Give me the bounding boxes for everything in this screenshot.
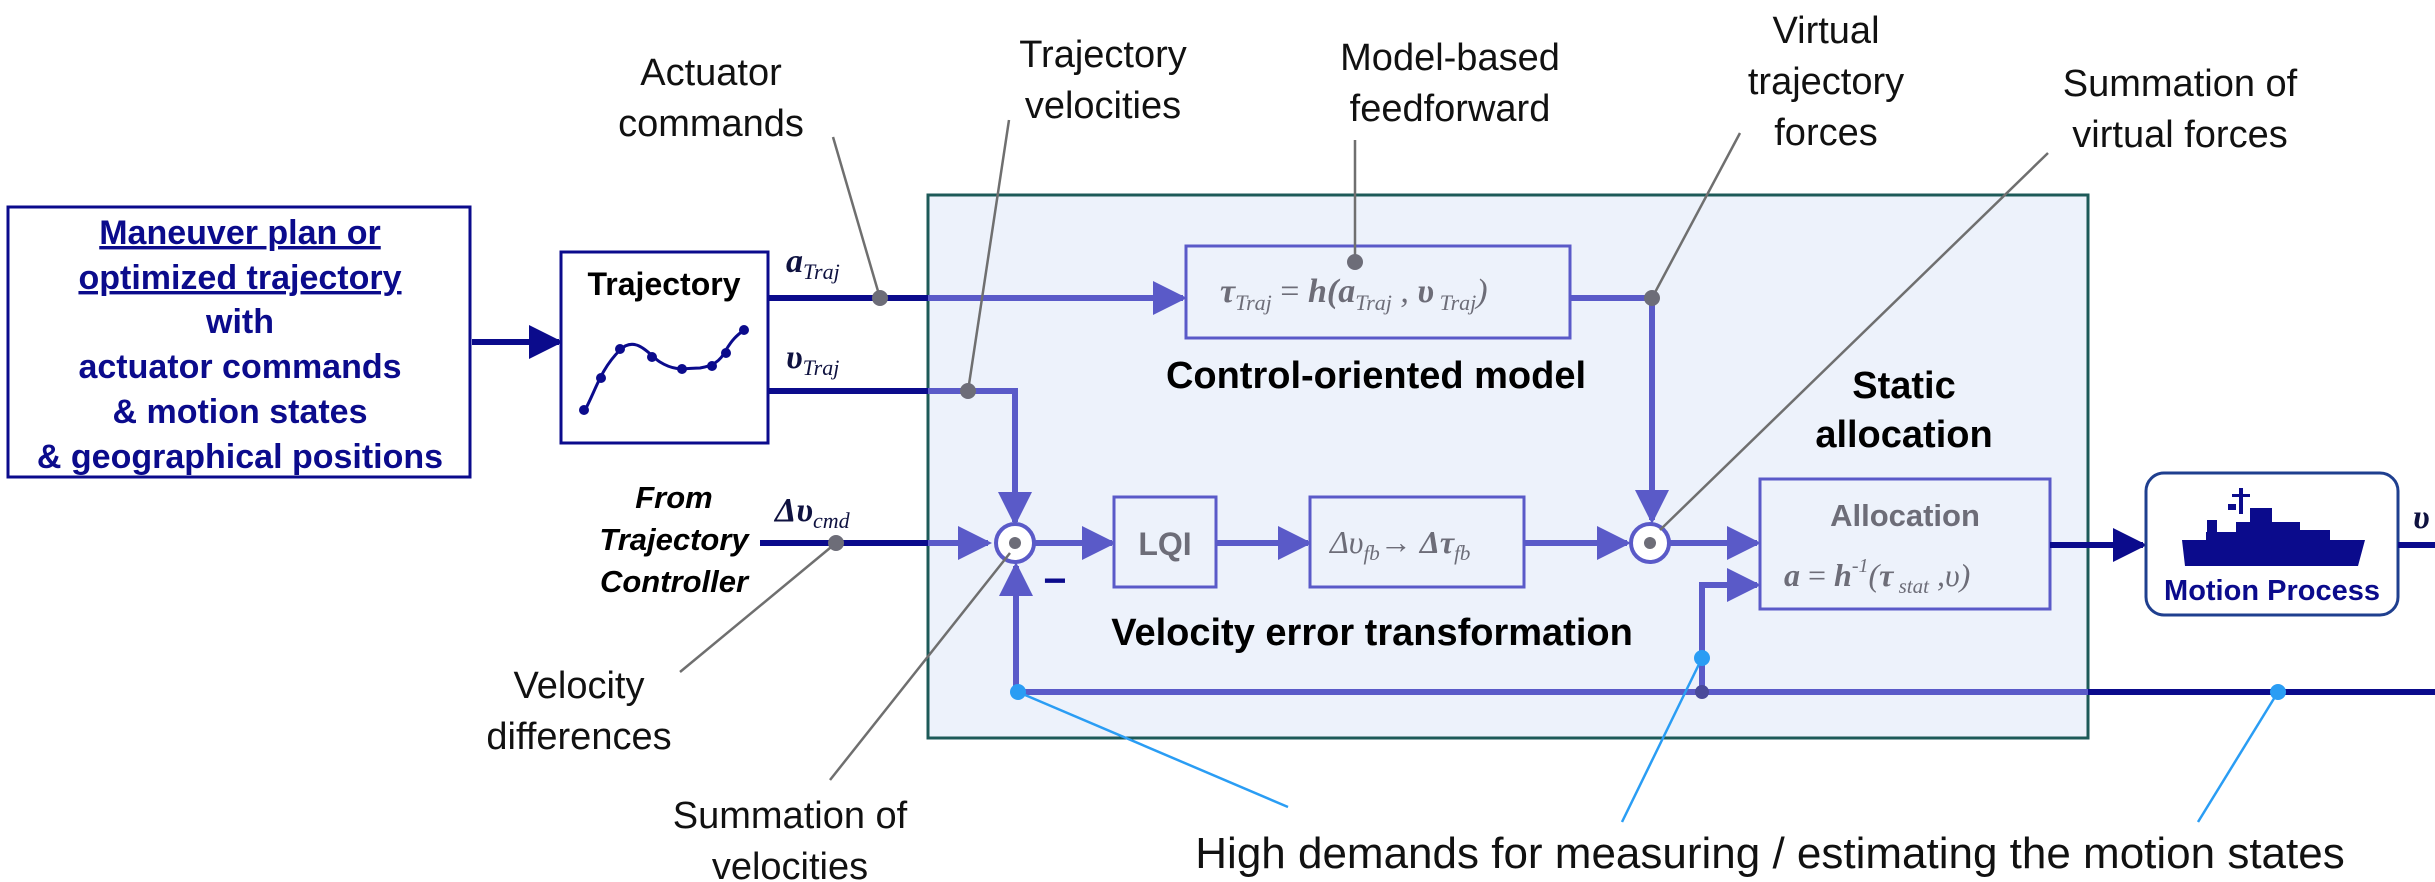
dv-cmd-label: Δυcmd (773, 492, 851, 533)
static-allocation-line-1: Static (1852, 365, 1955, 407)
v-traj-line-panel (928, 388, 1032, 526)
force-summation-junction (1629, 522, 1671, 564)
velocity-summation-junction (994, 522, 1036, 564)
maneuver-line-6: & geographical positions (37, 438, 443, 476)
velocity-error-label: Velocity error transformation (1111, 612, 1633, 654)
summation-velocities-line-1: Summation of (673, 795, 908, 837)
maneuver-line-4: actuator commands (78, 348, 401, 386)
actuator-commands-line-2: commands (618, 103, 804, 145)
maneuver-line-1: Maneuver plan or (99, 214, 381, 252)
summation-virtual-line-1: Summation of (2063, 63, 2298, 105)
maneuver-line-5: & motion states (112, 393, 367, 431)
summation-velocities-line-2: velocities (712, 846, 868, 882)
model-feedforward-line-1: Model-based (1340, 37, 1560, 79)
error-transform-block: Δυfb→ Δτfb (1308, 495, 1526, 589)
model-formula: τTraj = h(aTraj , υ Traj) (1220, 273, 1488, 315)
maneuver-line-2: optimized trajectory (78, 259, 401, 297)
output-label: υ (2413, 499, 2430, 536)
virtual-forces-line-2: trajectory (1748, 61, 1904, 103)
summation-virtual-line-2: virtual forces (2072, 114, 2287, 156)
high-demands-label: High demands for measuring / estimating … (1195, 829, 2344, 878)
trajectory-velocities-line-1: Trajectory (1019, 34, 1187, 76)
lqi-label: LQI (1138, 526, 1191, 562)
maneuver-plan-box: Maneuver plan or optimized trajectory wi… (6, 205, 472, 479)
static-allocation-line-2: allocation (1815, 414, 1992, 456)
a-traj-label: aTraj (786, 243, 840, 284)
allocation-title: Allocation (1830, 498, 1980, 533)
motion-process-block: Motion Process (2144, 471, 2400, 617)
allocation-block: Allocation a = h-1(τ stat ,υ) (1758, 477, 2052, 611)
virtual-forces-line-1: Virtual (1772, 10, 1879, 52)
maneuver-line-3: with (205, 303, 274, 341)
from-controller-line-1: From (635, 480, 713, 515)
from-controller-line-2: Trajectory (599, 522, 750, 557)
model-feedforward-line-2: feedforward (1350, 88, 1551, 130)
demand-leaders (1017, 657, 2280, 823)
trajectory-title: Trajectory (588, 266, 741, 302)
control-model-label: Control-oriented model (1166, 355, 1586, 397)
feedforward-model-block: τTraj = h(aTraj , υ Traj) (1184, 244, 1572, 340)
from-controller-line-3: Controller (600, 564, 750, 599)
allocation-formula: a = h-1(τ stat ,υ) (1784, 555, 1970, 598)
trajectory-block: Trajectory (559, 250, 770, 445)
transform-formula: Δυfb→ Δτfb (1328, 524, 1470, 565)
velocity-differences-line-1: Velocity (514, 665, 645, 707)
actuator-commands-line-1: Actuator (640, 52, 782, 94)
demand-dots (1010, 650, 2286, 700)
motion-process-label: Motion Process (2164, 575, 2380, 607)
minus-sign: − (1043, 559, 1066, 603)
virtual-forces-line-3: forces (1774, 112, 1877, 154)
trajectory-curve-icon (579, 325, 749, 415)
velocity-differences-line-2: differences (486, 716, 671, 758)
ship-icon (2182, 488, 2365, 566)
v-traj-label: υTraj (786, 339, 839, 380)
trajectory-velocities-line-2: velocities (1025, 85, 1181, 127)
annotation-dots (828, 254, 1709, 699)
annotation-leaders (679, 119, 2049, 781)
lqi-block: LQI (1112, 495, 1218, 589)
